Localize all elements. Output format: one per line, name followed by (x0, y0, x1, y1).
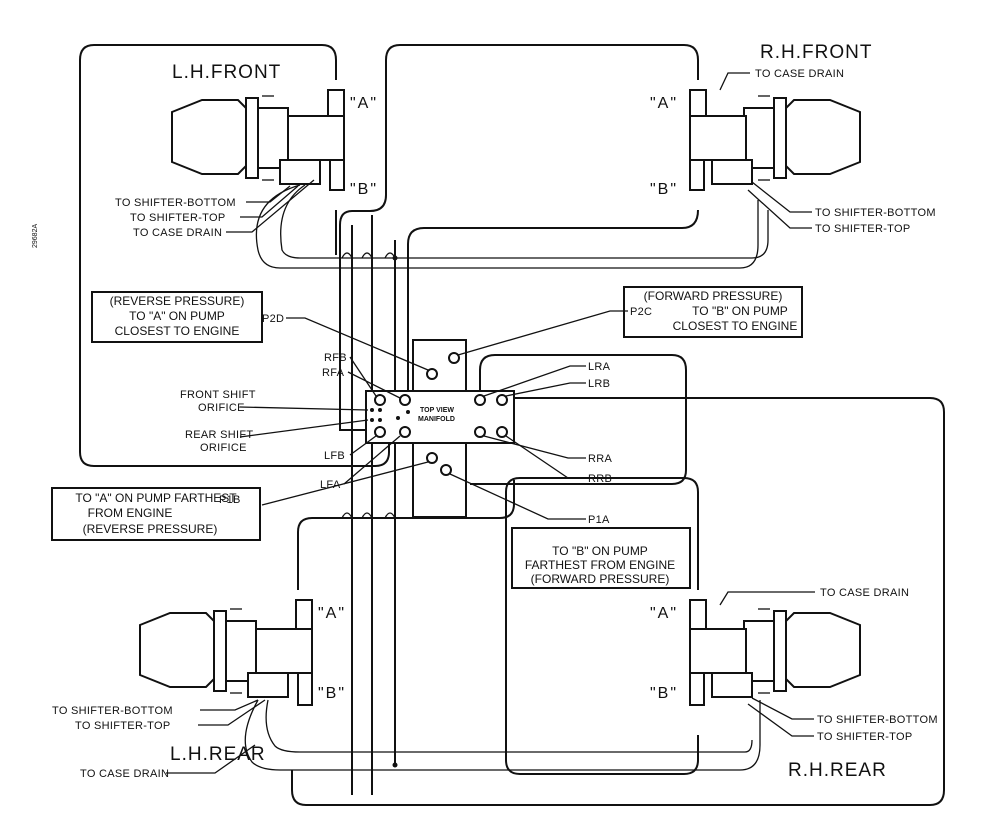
lh-rear-port-b: "B" (318, 685, 346, 702)
box-forward-top: (FORWARD PRESSURE) TO "B" ON PUMP CLOSES… (623, 286, 803, 338)
box-reverse-bottom: TO "A" ON PUMP FARTHEST FROM ENGINE (REV… (51, 487, 261, 541)
callouts-lh-rear: TO SHIFTER-BOTTOM TO SHIFTER-TOP TO CASE… (52, 699, 266, 780)
callout-text: TO CASE DRAIN (820, 587, 909, 599)
port-rfa (399, 394, 411, 406)
box-line: FROM ENGINE (88, 506, 173, 520)
box-line: FARTHEST FROM ENGINE (525, 558, 675, 572)
port-rfb (374, 394, 386, 406)
lh-front-title: L.H.FRONT (172, 62, 281, 83)
rh-rear-title: R.H.REAR (788, 760, 887, 781)
label-front-orifice-1: FRONT SHIFT (180, 389, 256, 401)
callout-text: TO SHIFTER-BOTTOM (52, 705, 173, 717)
port-labels: P2D P2C RFB RFA FRONT SHIFT ORIFICE REAR… (180, 306, 652, 526)
label-p1a: P1A (588, 514, 610, 526)
label-rfa: RFA (322, 367, 345, 379)
rh-front-port-a: "A" (650, 95, 678, 112)
label-p2d: P2D (262, 313, 284, 325)
label-rrb: RRB (588, 473, 612, 485)
rh-rear-port-b: "B" (650, 685, 678, 702)
port-rra (474, 426, 486, 438)
callout-text: TO SHIFTER-TOP (130, 212, 225, 224)
lh-rear-port-a: "A" (318, 605, 346, 622)
port-rrb (496, 426, 508, 438)
port-p1a (440, 464, 452, 476)
pump-lh-rear (139, 599, 313, 706)
label-lfb: LFB (324, 450, 345, 462)
label-rear-orifice-1: REAR SHIFT (185, 429, 253, 441)
hose-lines (79, 44, 945, 806)
port-p1b (426, 452, 438, 464)
lh-front-port-b: "B" (350, 181, 378, 198)
box-line: (REVERSE PRESSURE) (110, 294, 245, 308)
pump-rh-front (689, 89, 861, 191)
pump-lh-front (171, 89, 345, 191)
manifold-label-2: MANIFOLD (418, 416, 455, 423)
callout-text: TO CASE DRAIN (80, 768, 169, 780)
port-lra (474, 394, 486, 406)
box-line: CLOSEST TO ENGINE (673, 319, 798, 333)
lh-front-port-a: "A" (350, 95, 378, 112)
box-line: TO "A" ON PUMP (129, 309, 225, 323)
box-line: (FORWARD PRESSURE) (644, 289, 783, 303)
label-front-orifice-2: ORIFICE (198, 402, 245, 414)
box-line: (FORWARD PRESSURE) (531, 572, 670, 586)
box-line: TO "A" ON PUMP FARTHEST (75, 491, 237, 505)
box-line: CLOSEST TO ENGINE (115, 324, 240, 338)
callout-text: TO CASE DRAIN (133, 227, 222, 239)
box-reverse-top: (REVERSE PRESSURE) TO "A" ON PUMP CLOSES… (91, 291, 263, 343)
box-line: TO "B" ON PUMP (692, 304, 788, 318)
callout-text: TO SHIFTER-BOTTOM (817, 714, 938, 726)
callout-text: TO SHIFTER-BOTTOM (115, 197, 236, 209)
lh-rear-title: L.H.REAR (170, 744, 266, 765)
box-line: (REVERSE PRESSURE) (83, 522, 218, 536)
box-forward-bottom: TO "B" ON PUMP FARTHEST FROM ENGINE (FOR… (511, 527, 691, 589)
rh-rear-port-a: "A" (650, 605, 678, 622)
callouts-lh-front: TO SHIFTER-BOTTOM TO SHIFTER-TOP TO CASE… (115, 179, 315, 239)
label-lra: LRA (588, 361, 611, 373)
label-lrb: LRB (588, 378, 610, 390)
manifold-label-1: TOP VIEW (420, 407, 454, 414)
port-lrb (496, 394, 508, 406)
callouts-rh-rear: TO CASE DRAIN TO SHIFTER-BOTTOM TO SHIFT… (719, 587, 938, 743)
callout-text: TO CASE DRAIN (755, 68, 844, 80)
callout-text: TO SHIFTER-TOP (75, 720, 170, 732)
port-p2d (426, 368, 438, 380)
port-p2c (448, 352, 460, 364)
callout-text: TO SHIFTER-BOTTOM (815, 207, 936, 219)
callout-text: TO SHIFTER-TOP (815, 223, 910, 235)
manifold-block: TOP VIEW MANIFOLD (365, 339, 515, 518)
callouts-rh-front: TO CASE DRAIN TO SHIFTER-BOTTOM TO SHIFT… (719, 68, 936, 235)
pump-rh-rear (689, 599, 861, 706)
box-line: TO "B" ON PUMP (552, 544, 648, 558)
label-p2c: P2C (630, 306, 652, 318)
callout-text: TO SHIFTER-TOP (817, 731, 912, 743)
drawing-id: 29682A (32, 224, 39, 248)
port-lfa (399, 426, 411, 438)
rh-front-port-b: "B" (650, 181, 678, 198)
port-lfb (374, 426, 386, 438)
label-rear-orifice-2: ORIFICE (200, 442, 247, 454)
label-rra: RRA (588, 453, 612, 465)
label-p1b: P1B (219, 494, 241, 506)
label-rfb: RFB (324, 352, 347, 364)
rh-front-title: R.H.FRONT (760, 42, 872, 63)
